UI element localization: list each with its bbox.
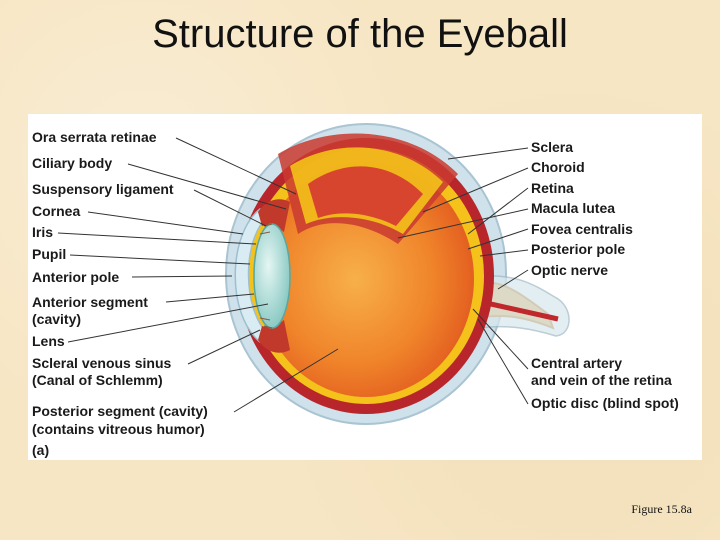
label-canal-of-schlemm: (Canal of Schlemm) [32, 372, 163, 388]
label-part-a: (a) [32, 442, 50, 458]
label-central-artery: Central artery [531, 355, 623, 371]
label-iris: Iris [32, 224, 54, 240]
label-anterior-pole: Anterior pole [32, 269, 120, 285]
cutaway-inner [308, 166, 423, 226]
label-suspensory-ligament: Suspensory ligament [32, 181, 174, 197]
label-anterior-segment: Anterior segment [32, 294, 148, 310]
optic-nerve-sheath [477, 275, 570, 337]
label-cornea: Cornea [32, 203, 81, 219]
eye-diagram: Ora serrata retinae Ciliary body Suspens… [28, 114, 702, 460]
left-leader-lines [57, 137, 339, 413]
ciliary-body-lower [258, 320, 290, 353]
label-retina: Retina [531, 180, 574, 196]
label-ciliary-body: Ciliary body [32, 155, 113, 171]
lens [253, 223, 291, 329]
label-ora-serrata: Ora serrata retinae [32, 129, 157, 145]
label-pupil: Pupil [32, 246, 67, 262]
label-lens: Lens [32, 333, 65, 349]
label-central-artery-vein: and vein of the retina [531, 372, 672, 388]
label-anterior-segment-cavity: (cavity) [32, 311, 82, 327]
label-sclera: Sclera [531, 139, 574, 155]
slide-title: Structure of the Eyeball [152, 12, 568, 56]
label-posterior-pole: Posterior pole [531, 241, 626, 257]
label-optic-disc: Optic disc (blind spot) [531, 395, 679, 411]
label-optic-nerve: Optic nerve [531, 262, 609, 278]
label-vitreous-humor: (contains vitreous humor) [32, 421, 205, 437]
label-scleral-venous-sinus: Scleral venous sinus [32, 355, 172, 371]
label-fovea-centralis: Fovea centralis [531, 221, 633, 237]
suspensory-ligament [259, 223, 273, 329]
label-choroid: Choroid [531, 159, 585, 175]
right-leader-lines [397, 147, 529, 405]
label-macula-lutea: Macula lutea [531, 200, 616, 216]
eyeball-illustration [57, 123, 570, 425]
label-posterior-segment: Posterior segment (cavity) [32, 403, 208, 419]
figure-caption: Figure 15.8a [631, 502, 692, 516]
